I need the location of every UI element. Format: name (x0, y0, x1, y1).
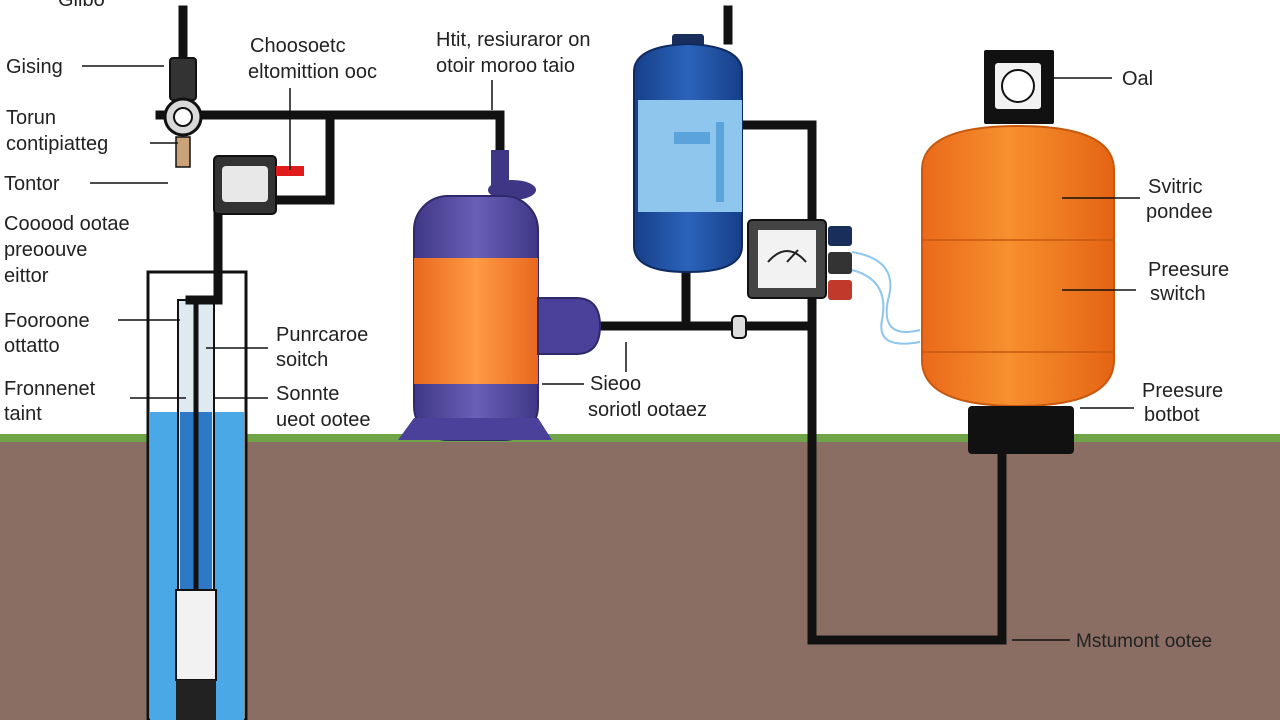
label-pressure-switch-2: switch (1150, 283, 1206, 305)
label-fronnenet-2: taint (4, 403, 42, 425)
blue-pressure-tank (633, 34, 743, 274)
label-oal: Oal (1122, 68, 1153, 90)
label-gising: Gising (6, 56, 63, 78)
label-top-cut: Glibo (58, 0, 105, 11)
control-box-icon (213, 155, 304, 215)
grass-line (0, 434, 1280, 442)
label-svitric-2: pondee (1146, 201, 1213, 223)
big-orange-tank (921, 50, 1115, 454)
label-svitric-1: Svitric (1148, 176, 1202, 198)
label-pressure-botot-2: botbot (1144, 404, 1200, 426)
label-torun-1: Torun (6, 107, 56, 129)
label-coood-1: Cooood ootae (4, 213, 130, 235)
label-sonnte-2: ueot ootee (276, 409, 371, 431)
label-fooroone-2: ottatto (4, 335, 60, 357)
hydro-tank-purple (398, 150, 602, 441)
label-choosoetc-1: Choosoetc (250, 35, 346, 57)
label-torun-2: contipiatteg (6, 133, 108, 155)
label-sieoo-2: soriotl ootaez (588, 399, 707, 421)
label-mstument: Mstumont ootee (1076, 631, 1212, 652)
label-fronnenet-1: Fronnenet (4, 378, 96, 400)
submersible-pump (175, 589, 217, 681)
label-sonnte-1: Sonnte (276, 383, 339, 405)
label-sieoo-1: Sieoo (590, 373, 641, 395)
leader-lines (82, 65, 1140, 641)
label-tontor: Tontor (4, 173, 60, 195)
label-fooroone-1: Fooroone (4, 310, 90, 332)
label-coood-3: eittor (4, 265, 49, 287)
meter-icon (747, 219, 921, 345)
valve-icon (163, 57, 203, 168)
inline-coupling (731, 315, 747, 339)
label-punrcaroe-1: Punrcaroe (276, 324, 368, 346)
label-htit-2: otoir moroo taio (436, 55, 575, 77)
label-coood-2: preoouve (4, 239, 87, 261)
label-choosoetc-2: eltomittion ooc (248, 61, 377, 83)
label-htit-1: Htit, resiuraror on (436, 29, 591, 51)
label-pressure-botot-1: Preesure (1142, 380, 1223, 402)
labels: Glibo Gising Torun contipiatteg Tontor C… (4, 0, 1229, 652)
label-pressure-switch-1: Preesure (1148, 259, 1229, 281)
label-punrcaroe-2: soitch (276, 349, 328, 371)
well (146, 270, 248, 720)
